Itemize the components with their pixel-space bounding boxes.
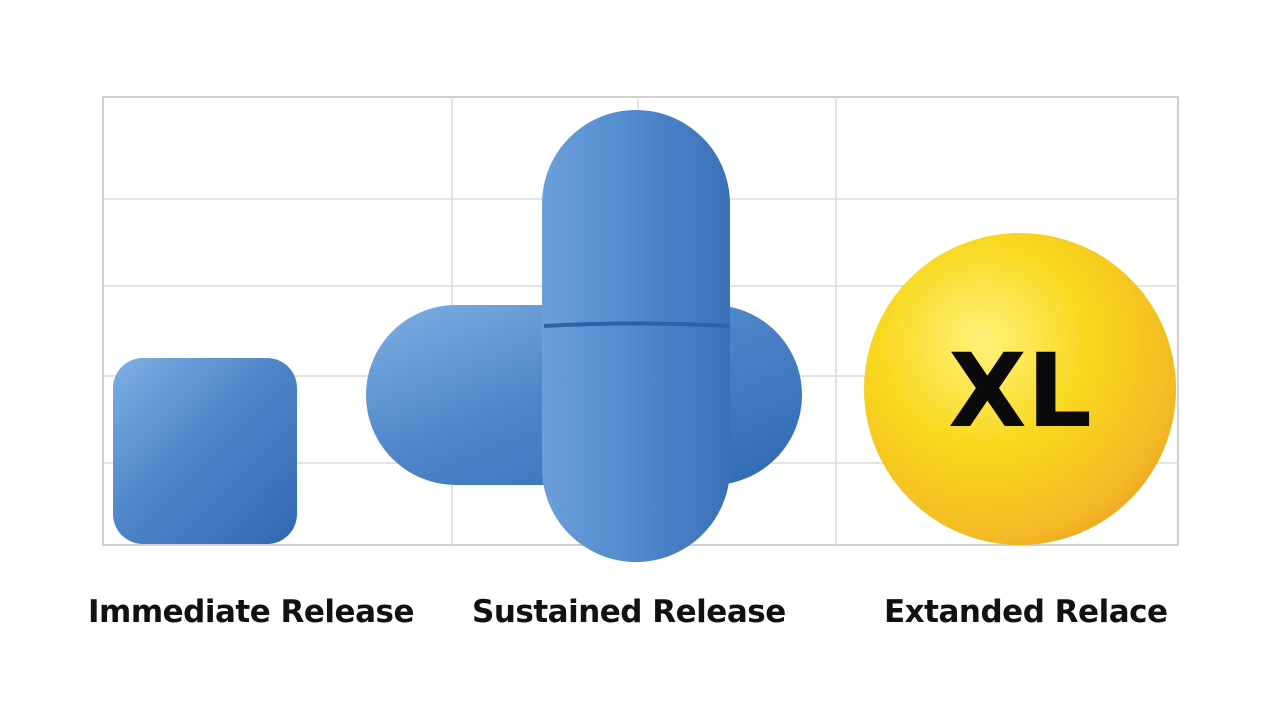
square-tablet-icon: [113, 358, 297, 544]
label-extended-release: Extanded Relace: [884, 594, 1168, 630]
label-sustained-release: Sustained Release: [472, 594, 786, 630]
round-xl-tablet-icon: XL: [864, 233, 1176, 545]
capsule-icon: [366, 110, 802, 562]
capsule-seam: [543, 321, 730, 328]
tablet-mark: XL: [948, 332, 1092, 451]
label-immediate-release: Immediate Release: [88, 594, 414, 630]
